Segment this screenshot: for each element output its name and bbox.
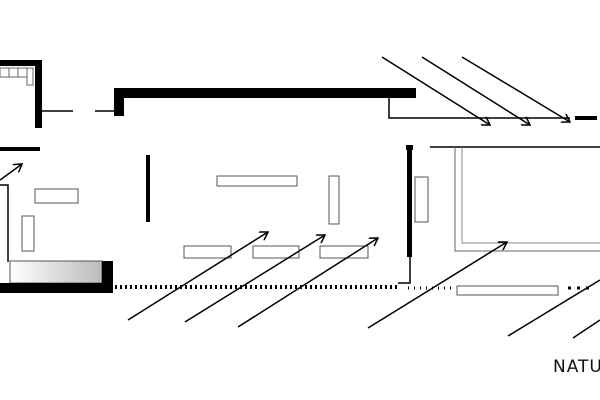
sun-ray-arrows-top [381,56,570,125]
left-arrow [0,164,22,181]
left-wall-segment [0,147,40,151]
left-partition [0,184,9,262]
top-left-wall [0,60,42,128]
window-dashed-line [115,285,590,290]
right-room-wall [398,145,600,284]
main-top-wall [114,88,597,120]
plan-label: NATU [553,357,600,377]
bottom-left-wall [0,260,113,293]
sun-ray-arrows-bottom [127,232,600,339]
interior-wall [146,155,150,222]
